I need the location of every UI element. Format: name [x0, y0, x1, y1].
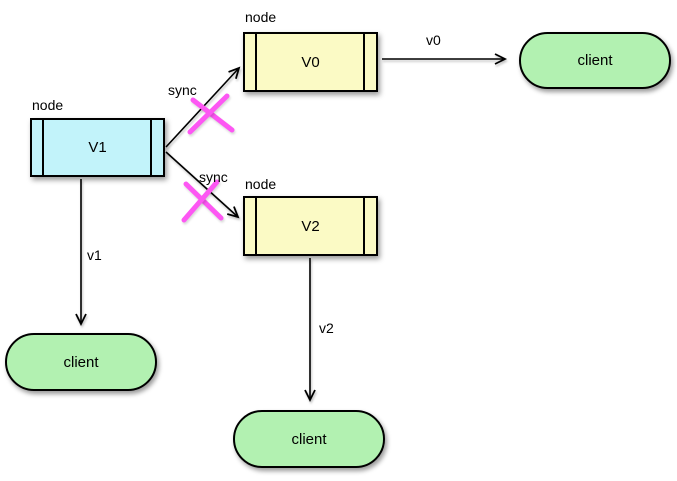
client-label: client [577, 52, 613, 69]
node-box-v2: V2 [243, 196, 378, 256]
node-box-v0: V0 [243, 32, 378, 92]
client-label: client [291, 430, 327, 448]
client-pill-bottom-left: client [5, 333, 157, 391]
node-divider-right [363, 34, 365, 90]
node-type-label-v1: node [32, 97, 64, 113]
node-divider-right [363, 198, 365, 254]
client-pill-top-right: client [519, 32, 671, 89]
client-pill-bottom-middle: client [233, 410, 385, 468]
node-divider-left [255, 198, 257, 254]
edge-label-v2: v2 [319, 320, 334, 336]
node-title-v0: V0 [301, 53, 320, 71]
node-divider-left [255, 34, 257, 90]
node-divider-right [150, 120, 152, 175]
node-type-label-v0: node [245, 9, 277, 25]
node-divider-left [42, 120, 44, 175]
edge-label-sync-bottom: sync [199, 169, 228, 185]
sync-failure-cross-top [187, 93, 235, 135]
node-box-v1: V1 [30, 118, 165, 177]
sync-failure-cross-bottom [181, 179, 224, 223]
edge-label-sync-top: sync [168, 82, 197, 98]
client-label: client [63, 353, 99, 371]
sync-arrow-v1-to-v0 [165, 66, 241, 148]
edge-label-v1: v1 [87, 247, 102, 263]
node-title-v1: V1 [88, 139, 107, 156]
node-type-label-v2: node [245, 176, 277, 192]
node-title-v2: V2 [301, 217, 320, 235]
edge-label-v0: v0 [426, 32, 441, 48]
